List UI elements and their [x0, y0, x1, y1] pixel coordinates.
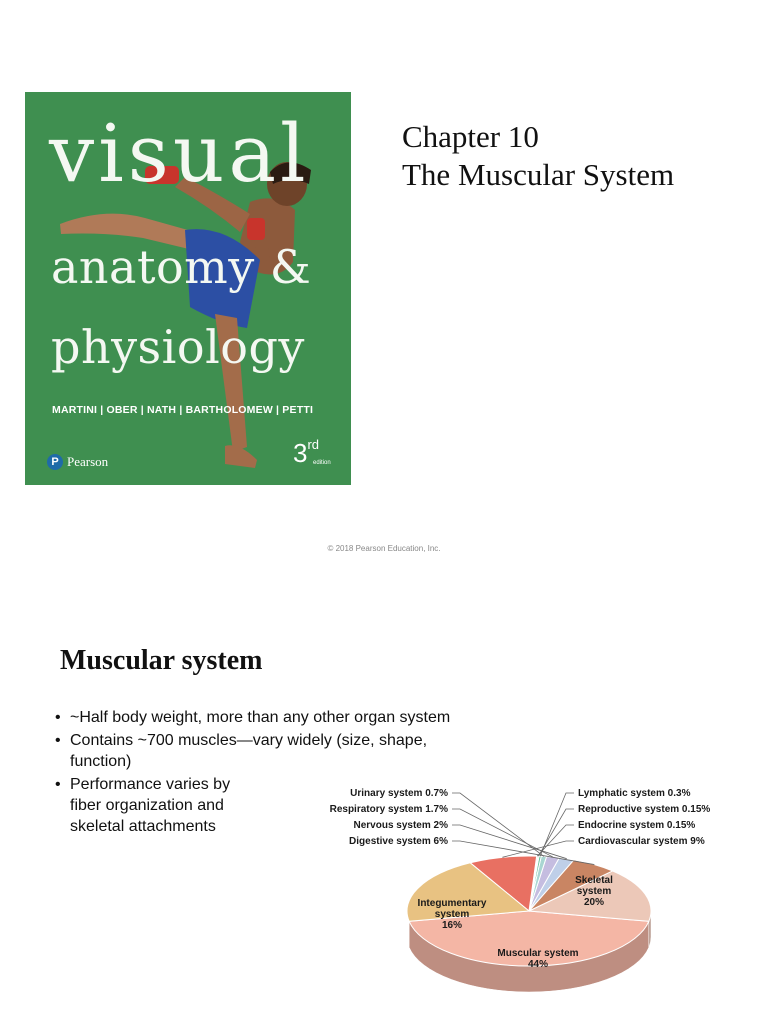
pie-label: Cardiovascular system 9%: [578, 836, 705, 847]
bullet-item: Contains ~700 muscles—vary widely (size,…: [55, 730, 470, 772]
pie-leader-line: [452, 840, 595, 865]
pie-label: Skeletal: [575, 875, 613, 886]
bullet-list: ~Half body weight, more than any other o…: [55, 707, 520, 839]
pie-label: Endocrine system 0.15%: [578, 820, 695, 831]
publisher-name: Pearson: [67, 454, 109, 469]
pie-leader-line: [538, 808, 574, 857]
pie-slice: [408, 910, 650, 967]
title-slide: visual anatomy & physiology MARTINI | OB…: [25, 92, 675, 553]
pie-label: 44%: [528, 959, 548, 970]
pie-label: system: [577, 886, 612, 897]
pie-slice: [527, 870, 652, 922]
pie-leader-line: [502, 840, 574, 858]
pie-label: Lymphatic system 0.3%: [578, 788, 691, 799]
pie-label: Digestive system 6%: [349, 836, 448, 847]
chapter-title: Chapter 10 The Muscular System: [402, 118, 674, 194]
content-slide: Muscular system ~Half body weight, more …: [0, 584, 768, 1024]
cover-title-visual: visual: [49, 107, 310, 200]
cover-title-anatomy: anatomy &: [51, 240, 312, 294]
slide-title: Muscular system: [60, 645, 263, 676]
edition-word: edition: [313, 460, 331, 466]
pie-leader-line: [452, 824, 567, 860]
pie-label: 20%: [584, 897, 604, 908]
bullet-item: ~Half body weight, more than any other o…: [55, 707, 520, 728]
edition-suffix: rd: [307, 437, 320, 452]
pie-leader-line: [452, 808, 554, 858]
edition-badge: 3rd edition: [293, 437, 331, 468]
publisher-logo: P Pearson: [47, 454, 108, 470]
pie-label: Urinary system 0.7%: [350, 788, 448, 799]
organ-weight-pie-chart: Muscular system44%Integumentarysystem16%…: [330, 788, 710, 993]
copyright-notice: © 2018 Pearson Education, Inc.: [327, 544, 441, 553]
pie-slice: [406, 862, 531, 922]
book-cover: visual anatomy & physiology MARTINI | OB…: [25, 92, 351, 485]
bullet-item: Performance varies by fiber organization…: [55, 774, 245, 837]
pie-label: Muscular system: [497, 948, 578, 959]
pearson-icon: P: [47, 454, 63, 470]
pie-leader-line: [539, 792, 574, 857]
pie-label: 16%: [442, 920, 462, 931]
pie-label: Nervous system 2%: [354, 820, 449, 831]
edition-number: 3: [293, 438, 308, 468]
athlete-illustration: [60, 162, 311, 468]
cover-authors: MARTINI | OBER | NATH | BARTHOLOMEW | PE…: [52, 404, 314, 416]
pie-label: Integumentary: [418, 898, 487, 909]
pie-label: Respiratory system 1.7%: [330, 804, 449, 815]
pie-label: Reproductive system 0.15%: [578, 804, 710, 815]
pie-label: system: [435, 909, 470, 920]
cover-title-physiology: physiology: [51, 320, 305, 374]
pie-leader-line: [452, 792, 545, 857]
chapter-number: Chapter 10: [402, 119, 539, 154]
chapter-name: The Muscular System: [402, 157, 675, 192]
